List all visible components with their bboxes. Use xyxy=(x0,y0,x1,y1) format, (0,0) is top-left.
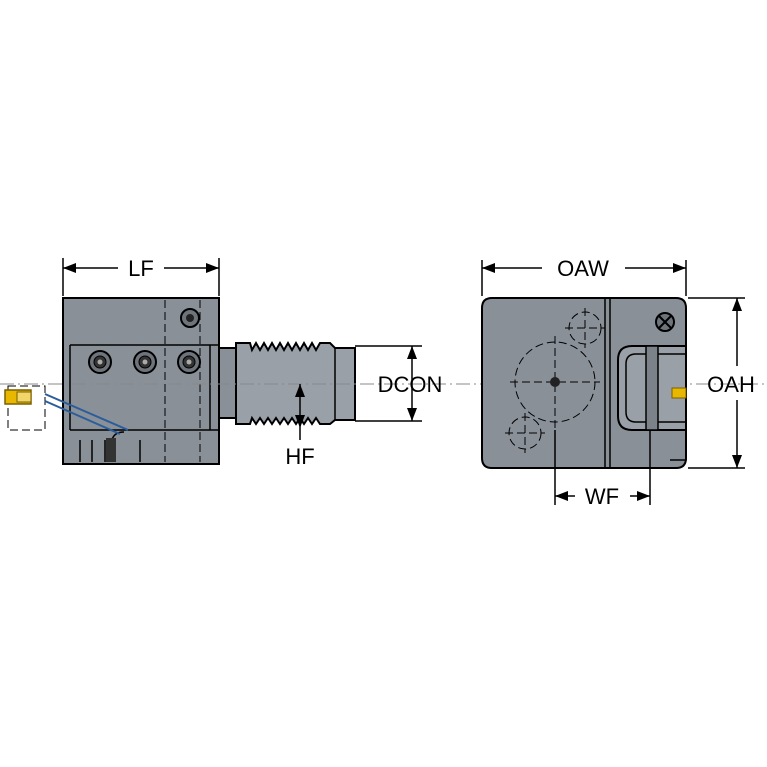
clamp-screw-icon xyxy=(88,350,112,374)
dcon-dimension: DCON xyxy=(355,345,443,422)
top-screw-icon xyxy=(180,308,200,328)
wf-label: WF xyxy=(585,484,619,509)
center-hole-icon xyxy=(550,377,560,387)
clamp-screw-icon xyxy=(177,350,201,374)
oah-label: OAH xyxy=(707,372,755,397)
oaw-label: OAW xyxy=(557,256,609,281)
oaw-dimension: OAW xyxy=(481,256,687,296)
hf-label: HF xyxy=(285,444,314,469)
oah-dimension: OAH xyxy=(688,297,755,469)
dcon-label: DCON xyxy=(378,372,443,397)
coupling-neck xyxy=(218,347,237,419)
front-insert-icon xyxy=(671,387,687,399)
lf-label: LF xyxy=(128,256,154,281)
cross-screw-icon xyxy=(655,312,675,332)
lf-dimension: LF xyxy=(62,256,220,296)
tool-shank-line xyxy=(44,393,129,431)
clamp-screw-icon xyxy=(133,350,157,374)
wf-dimension: WF xyxy=(554,430,651,509)
front-view xyxy=(481,297,687,469)
insert-icon xyxy=(4,389,32,405)
hf-dimension: HF xyxy=(285,384,315,469)
side-view xyxy=(4,297,356,465)
